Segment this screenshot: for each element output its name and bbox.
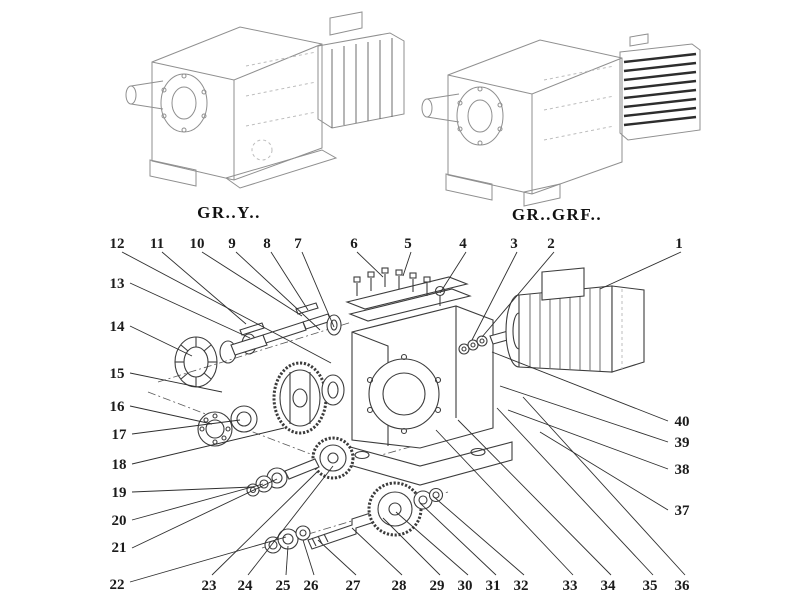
callout-26: 26 bbox=[304, 578, 320, 594]
callout-7: 7 bbox=[294, 236, 302, 252]
callout-24: 24 bbox=[238, 578, 254, 594]
callout-40: 40 bbox=[675, 414, 690, 430]
part-bearing-small bbox=[230, 405, 258, 433]
part-pinion-shaft bbox=[284, 458, 320, 480]
leader-lines bbox=[121, 251, 686, 583]
callout-22: 22 bbox=[110, 577, 125, 593]
part-top-cover bbox=[345, 276, 469, 310]
part-bearing-mid bbox=[321, 374, 345, 406]
callout-numbers: 12 11 10 9 8 7 6 5 4 3 2 1 13 14 15 16 1… bbox=[110, 236, 691, 594]
callout-2: 2 bbox=[547, 236, 555, 252]
callout-27: 27 bbox=[346, 578, 362, 594]
assembled-view-gr-y bbox=[125, 11, 405, 189]
callout-29: 29 bbox=[430, 578, 445, 594]
output-shaft-right bbox=[421, 98, 433, 118]
callout-9: 9 bbox=[228, 236, 236, 252]
callout-18: 18 bbox=[112, 457, 127, 473]
assembled-view-gr-grf bbox=[421, 33, 701, 207]
callout-25: 25 bbox=[276, 578, 291, 594]
callout-21: 21 bbox=[112, 540, 127, 556]
callout-28: 28 bbox=[392, 578, 407, 594]
callout-37: 37 bbox=[675, 503, 691, 519]
finned-motor-block bbox=[619, 43, 701, 141]
callout-1: 1 bbox=[675, 236, 683, 252]
callout-11: 11 bbox=[150, 236, 164, 252]
callout-10: 10 bbox=[190, 236, 205, 252]
callout-39: 39 bbox=[675, 435, 690, 451]
callout-36: 36 bbox=[675, 578, 691, 594]
callout-14: 14 bbox=[110, 319, 126, 335]
callout-5: 5 bbox=[404, 236, 412, 252]
callout-32: 32 bbox=[514, 578, 529, 594]
part-key-1 bbox=[239, 322, 265, 336]
callout-17: 17 bbox=[112, 427, 128, 443]
callout-3: 3 bbox=[510, 236, 518, 252]
callout-13: 13 bbox=[110, 276, 125, 292]
callout-19: 19 bbox=[112, 485, 127, 501]
model-label-gr-grf: GR..GRF.. bbox=[512, 205, 602, 224]
part-oil-seal bbox=[174, 336, 218, 388]
part-mounting-foot bbox=[331, 441, 513, 486]
part-input-washers bbox=[458, 335, 488, 355]
callout-38: 38 bbox=[675, 462, 690, 478]
callout-15: 15 bbox=[110, 366, 125, 382]
callout-20: 20 bbox=[112, 513, 127, 529]
callout-16: 16 bbox=[110, 399, 126, 415]
part-bearing-large bbox=[197, 411, 233, 447]
output-shaft-left bbox=[125, 85, 137, 105]
callout-23: 23 bbox=[202, 578, 217, 594]
part-terminal-box bbox=[541, 267, 585, 301]
exploded-view bbox=[147, 267, 645, 554]
part-motor bbox=[489, 267, 645, 373]
part-output-assembly bbox=[264, 481, 444, 554]
callout-34: 34 bbox=[601, 578, 617, 594]
callout-33: 33 bbox=[563, 578, 578, 594]
part-housing bbox=[331, 305, 513, 486]
callout-8: 8 bbox=[263, 236, 271, 252]
callout-30: 30 bbox=[458, 578, 473, 594]
part-fan-cover bbox=[611, 285, 645, 373]
callout-4: 4 bbox=[459, 236, 467, 252]
fasteners-top bbox=[353, 267, 446, 306]
motor-left bbox=[317, 32, 405, 129]
callout-31: 31 bbox=[486, 578, 501, 594]
callout-12: 12 bbox=[110, 236, 125, 252]
part-input-shaft bbox=[230, 302, 342, 356]
terminal-box-left bbox=[329, 11, 363, 36]
callout-6: 6 bbox=[350, 236, 358, 252]
part-helical-gear bbox=[272, 361, 328, 435]
model-label-gr-y: GR..Y.. bbox=[197, 203, 261, 222]
callout-35: 35 bbox=[643, 578, 658, 594]
part-intermediate-gear bbox=[246, 436, 355, 497]
